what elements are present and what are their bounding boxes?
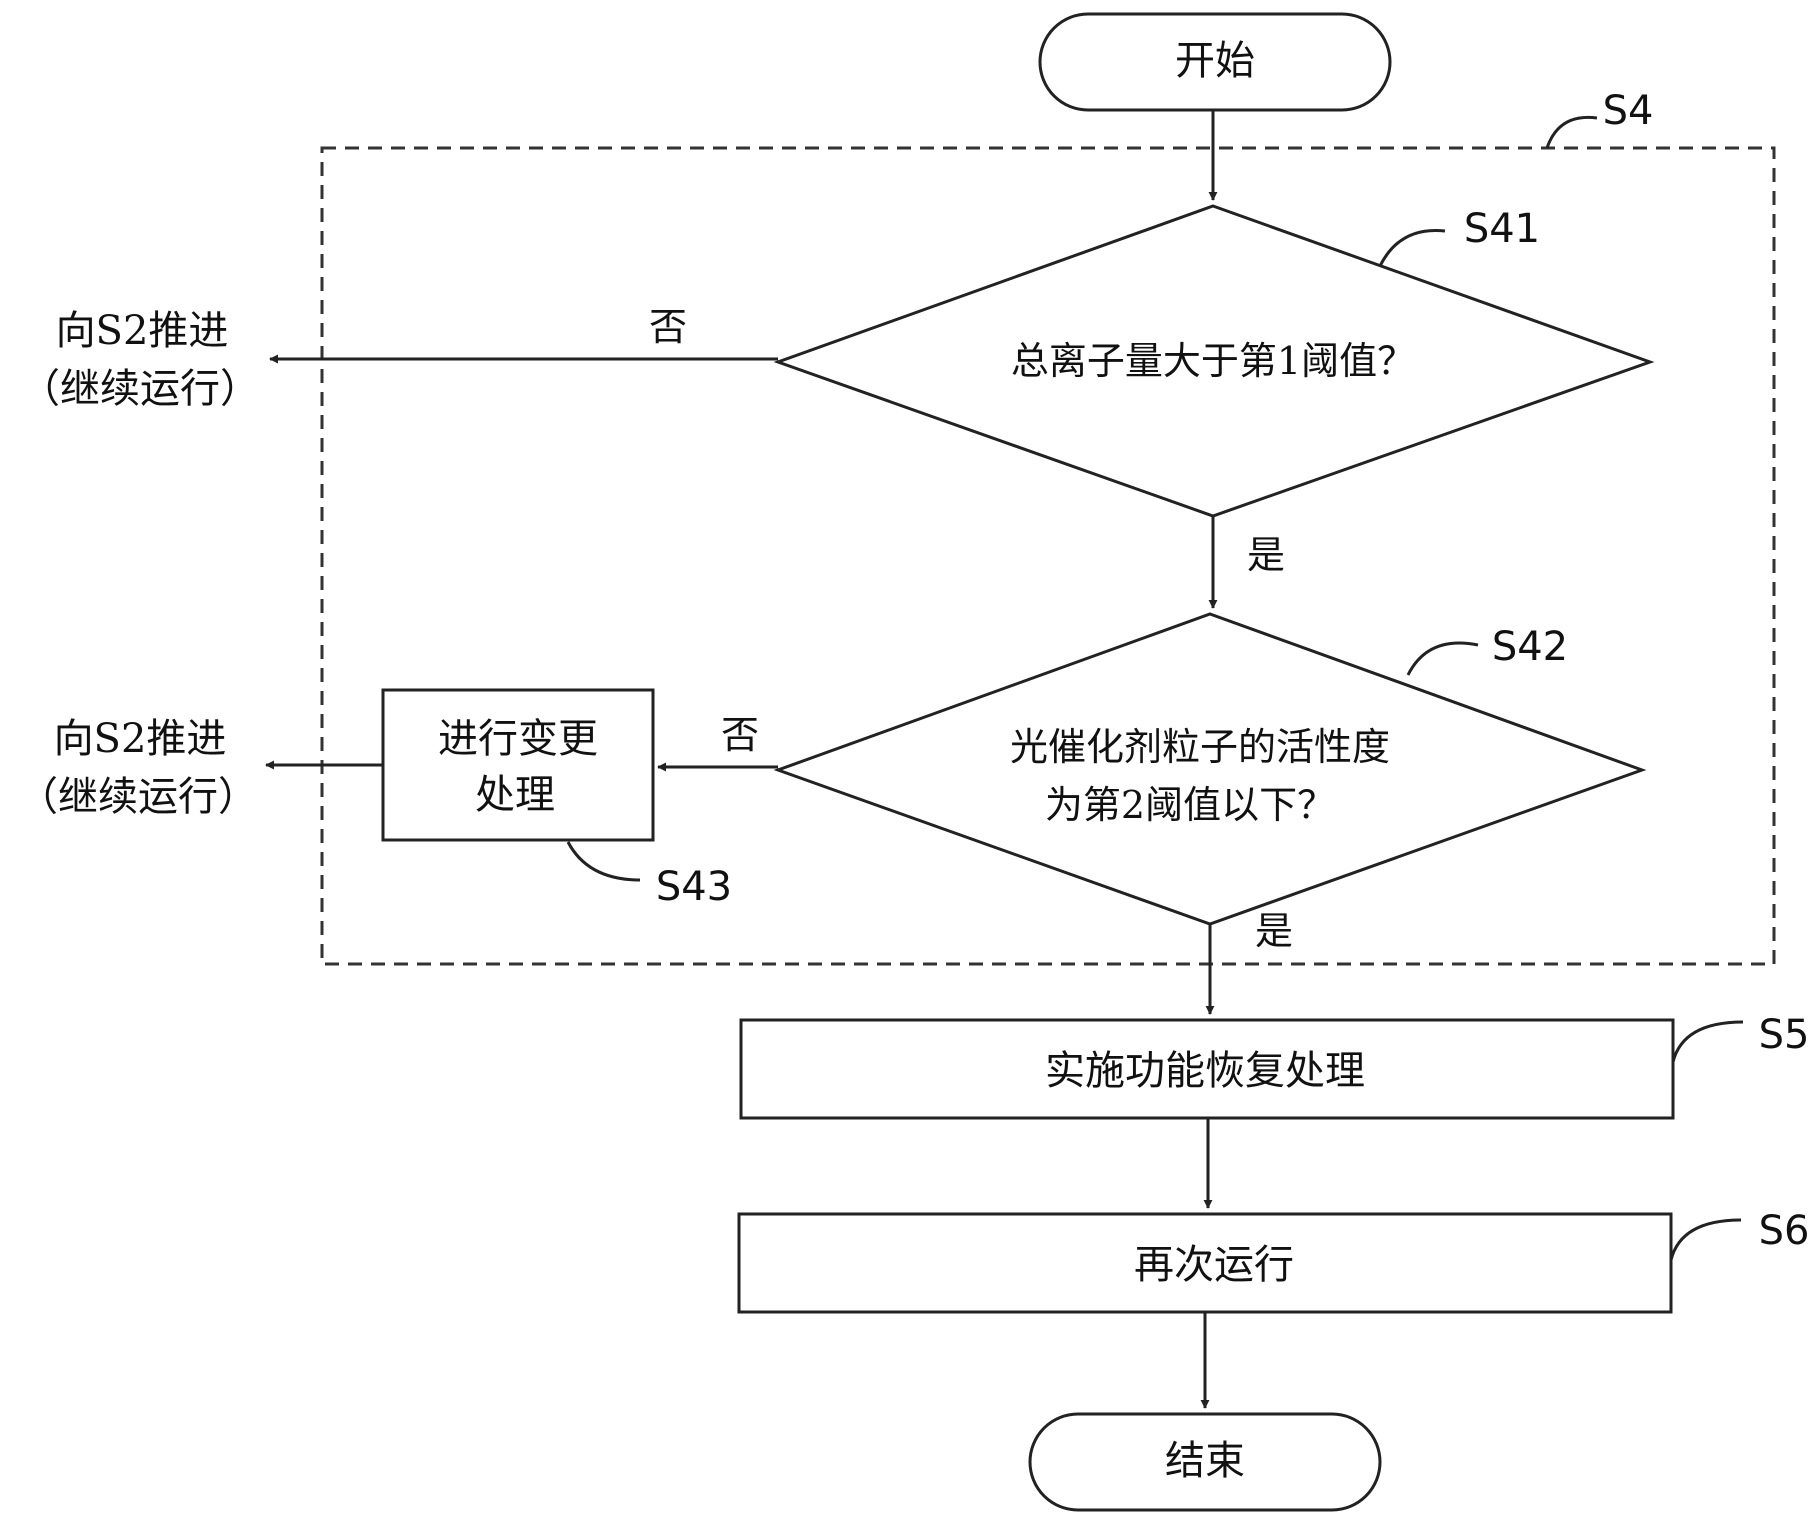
- s41-step-label: S41: [1464, 206, 1540, 252]
- s5-leader-line: [1671, 1020, 1744, 1063]
- s42-no-label: 否: [721, 713, 759, 757]
- end-terminal: [1028, 1412, 1382, 1512]
- s6-step-label: S6: [1759, 1208, 1810, 1254]
- s4-group-box: [320, 146, 1776, 966]
- s42-step-label: S42: [1492, 624, 1568, 670]
- s4-leader-line: [1545, 115, 1598, 149]
- s43-label-line2: 处理: [475, 772, 555, 818]
- s5-label: 实施功能恢复处理: [1045, 1048, 1365, 1094]
- s43-step-label: S43: [656, 864, 732, 910]
- exit2-line1: 向S2推进: [54, 716, 227, 762]
- exit1-line2: （继续运行）: [20, 366, 260, 412]
- s43-label-line1: 进行变更: [438, 716, 598, 762]
- s41-no-label: 否: [649, 305, 687, 349]
- exit2-line2: （继续运行）: [18, 774, 258, 820]
- s6-leader-line: [1669, 1218, 1742, 1261]
- s42-leader-line: [1406, 641, 1479, 676]
- s41-yes-label: 是: [1247, 533, 1285, 577]
- s41-question: 总离子量大于第1阈值？: [1011, 339, 1415, 383]
- s6-process: [737, 1212, 1673, 1314]
- exit1-line1: 向S2推进: [56, 308, 229, 354]
- s5-step-label: S5: [1759, 1012, 1810, 1058]
- s43-process: [381, 688, 655, 842]
- start-terminal: [1038, 12, 1392, 112]
- start-label: 开始: [1175, 38, 1255, 84]
- s42-yes-label: 是: [1255, 909, 1293, 953]
- s5-process: [739, 1018, 1675, 1120]
- s43-leader-line: [566, 841, 641, 882]
- s42-question-line1: 光催化剂粒子的活性度: [1010, 725, 1390, 769]
- s4-step-label: S4: [1603, 88, 1654, 134]
- s6-label: 再次运行: [1134, 1242, 1294, 1288]
- s42-question-line2: 为第2阈值以下？: [1045, 783, 1335, 827]
- s41-leader-line: [1378, 228, 1446, 267]
- end-label: 结束: [1165, 1438, 1245, 1484]
